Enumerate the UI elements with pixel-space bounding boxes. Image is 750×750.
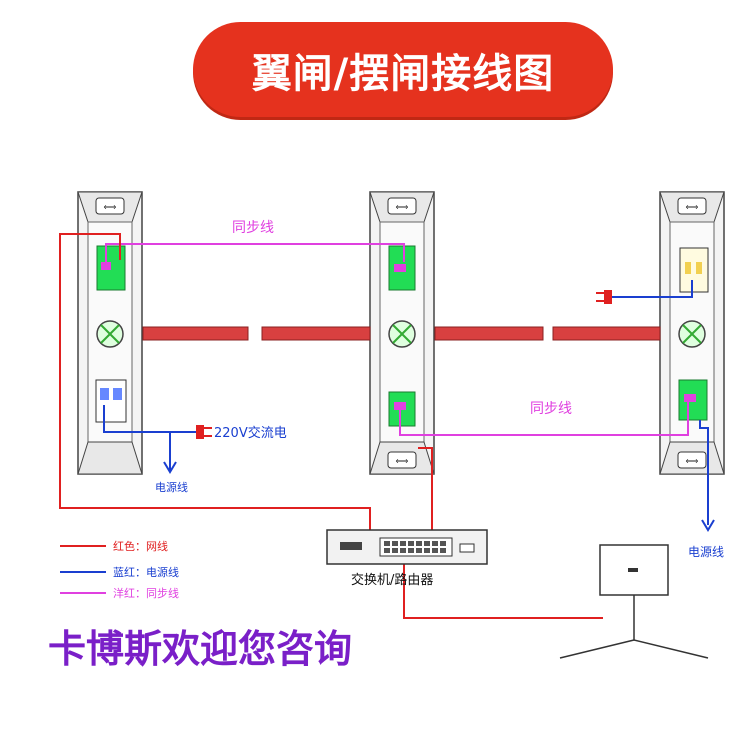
footer-slogan: 卡博斯欢迎您咨询: [48, 627, 353, 671]
power-label-left: 电源线: [155, 480, 188, 494]
svg-text:⟺: ⟺: [686, 203, 699, 213]
ac-power-label: 220V交流电: [214, 425, 287, 441]
power-label-right: 电源线: [688, 545, 724, 559]
sync-wires: [105, 243, 689, 436]
ac-plug-icon: [196, 425, 212, 439]
power-module-left: [95, 379, 127, 423]
indicator-lamp-right: [678, 320, 706, 348]
control-board-middle-bottom: [388, 391, 416, 427]
power-wires: [103, 280, 709, 525]
svg-text:⟺: ⟺: [396, 203, 409, 213]
control-board-middle-top: [388, 245, 416, 291]
barrier-arms: [142, 326, 661, 341]
network-switch: [326, 529, 488, 565]
network-wires: [59, 233, 603, 619]
legend-item-power: 蓝红：电源线: [113, 565, 179, 579]
page-title: 翼闸/摆闸接线图: [251, 50, 555, 97]
sync-label-top: 同步线: [232, 220, 274, 236]
legend-item-network: 红色：网线: [113, 539, 168, 553]
svg-text:⟺: ⟺: [686, 457, 699, 467]
legend: 红色：网线 蓝红：电源线 洋红：同步线: [60, 539, 179, 600]
svg-text:⟺: ⟺: [396, 457, 409, 467]
svg-text:⟺: ⟺: [104, 203, 117, 213]
title-banner: 翼闸/摆闸接线图: [193, 22, 613, 117]
switch-label: 交换机/路由器: [351, 572, 433, 588]
sync-label-bottom: 同步线: [530, 401, 572, 417]
power-module-right: [679, 247, 709, 293]
indicator-lamp-left: [96, 320, 124, 348]
indicator-lamp-middle: [388, 320, 416, 348]
monitor: [559, 544, 709, 659]
arrow-icons: [163, 461, 715, 532]
plug-icon-right: [596, 290, 612, 304]
control-board-right: [678, 379, 708, 421]
legend-item-sync: 洋红：同步线: [113, 586, 179, 600]
